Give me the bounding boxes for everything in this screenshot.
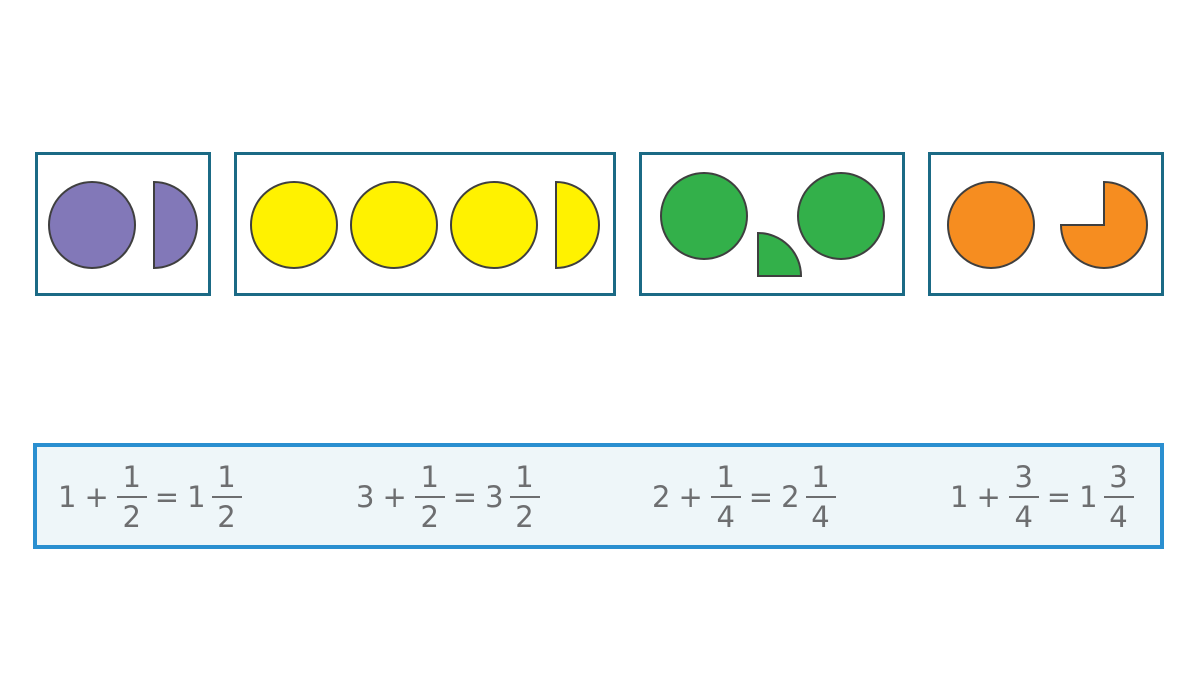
- equation: 1 + 3 4 = 1 3 4: [947, 457, 1137, 537]
- result-whole: 2: [781, 480, 800, 514]
- plus-sign: +: [976, 480, 1001, 514]
- shapes-one-and-a-half: [48, 180, 198, 270]
- equation: 3 + 1 2 = 3 1 2: [353, 457, 543, 537]
- denominator: 2: [515, 500, 534, 534]
- fraction: 1 2: [116, 460, 147, 534]
- result-fraction: 1 4: [805, 460, 836, 534]
- fraction-bar: [414, 496, 445, 498]
- fraction-bar: [1103, 496, 1134, 498]
- plus-sign: +: [84, 480, 109, 514]
- result-fraction: 1 2: [211, 460, 242, 534]
- half-circle: [555, 180, 600, 270]
- equation: 2 + 1 4 = 2 1 4: [649, 457, 839, 537]
- equations-box: 1 + 1 2 = 1 1 2 3 + 1 2 = 3 1 2 2: [33, 443, 1164, 549]
- quarter-circle: [757, 231, 803, 277]
- whole-circle: [797, 172, 885, 260]
- numerator: 1: [515, 460, 534, 494]
- whole-circle: [450, 181, 538, 269]
- whole-circle: [947, 181, 1035, 269]
- denominator: 4: [1109, 500, 1128, 534]
- numerator: 1: [811, 460, 830, 494]
- denominator: 2: [217, 500, 236, 534]
- panel-two-and-a-quarter: [639, 152, 905, 296]
- whole-number: 2: [652, 480, 671, 514]
- shapes-two-and-a-quarter: [660, 172, 885, 277]
- plus-sign: +: [678, 480, 703, 514]
- whole-circle: [48, 181, 136, 269]
- numerator: 1: [122, 460, 141, 494]
- three-quarter-circle: [1059, 180, 1148, 269]
- equals-sign: =: [154, 480, 180, 514]
- equals-sign: =: [452, 480, 478, 514]
- denominator: 4: [716, 500, 735, 534]
- panel-three-and-a-half: [234, 152, 616, 296]
- panel-one-and-three-quarters: [928, 152, 1164, 296]
- fraction-bar: [509, 496, 540, 498]
- denominator: 2: [420, 500, 439, 534]
- fraction-bar: [710, 496, 741, 498]
- whole-circle: [660, 172, 748, 260]
- fraction: 1 4: [710, 460, 741, 534]
- result-whole: 3: [485, 480, 504, 514]
- numerator: 1: [716, 460, 735, 494]
- whole-number: 1: [58, 480, 77, 514]
- whole-circle: [250, 181, 338, 269]
- result-fraction: 1 2: [509, 460, 540, 534]
- fraction-bar: [116, 496, 147, 498]
- denominator: 4: [811, 500, 830, 534]
- numerator: 1: [420, 460, 439, 494]
- result-whole: 1: [1079, 480, 1098, 514]
- numerator: 3: [1109, 460, 1128, 494]
- result-fraction: 3 4: [1103, 460, 1134, 534]
- fraction: 1 2: [414, 460, 445, 534]
- whole-number: 3: [356, 480, 375, 514]
- denominator: 2: [122, 500, 141, 534]
- fraction: 3 4: [1008, 460, 1039, 534]
- plus-sign: +: [382, 480, 407, 514]
- whole-number: 1: [950, 480, 969, 514]
- panel-one-and-a-half: [35, 152, 211, 296]
- fraction-bar: [805, 496, 836, 498]
- half-circle: [153, 180, 198, 270]
- numerator: 3: [1014, 460, 1033, 494]
- denominator: 4: [1014, 500, 1033, 534]
- shapes-three-and-a-half: [250, 180, 600, 270]
- result-whole: 1: [187, 480, 206, 514]
- whole-circle: [350, 181, 438, 269]
- fraction-bar: [211, 496, 242, 498]
- equals-sign: =: [1046, 480, 1072, 514]
- numerator: 1: [217, 460, 236, 494]
- shapes-one-and-three-quarters: [947, 180, 1148, 269]
- equation: 1 + 1 2 = 1 1 2: [55, 457, 245, 537]
- equals-sign: =: [748, 480, 774, 514]
- fraction-bar: [1008, 496, 1039, 498]
